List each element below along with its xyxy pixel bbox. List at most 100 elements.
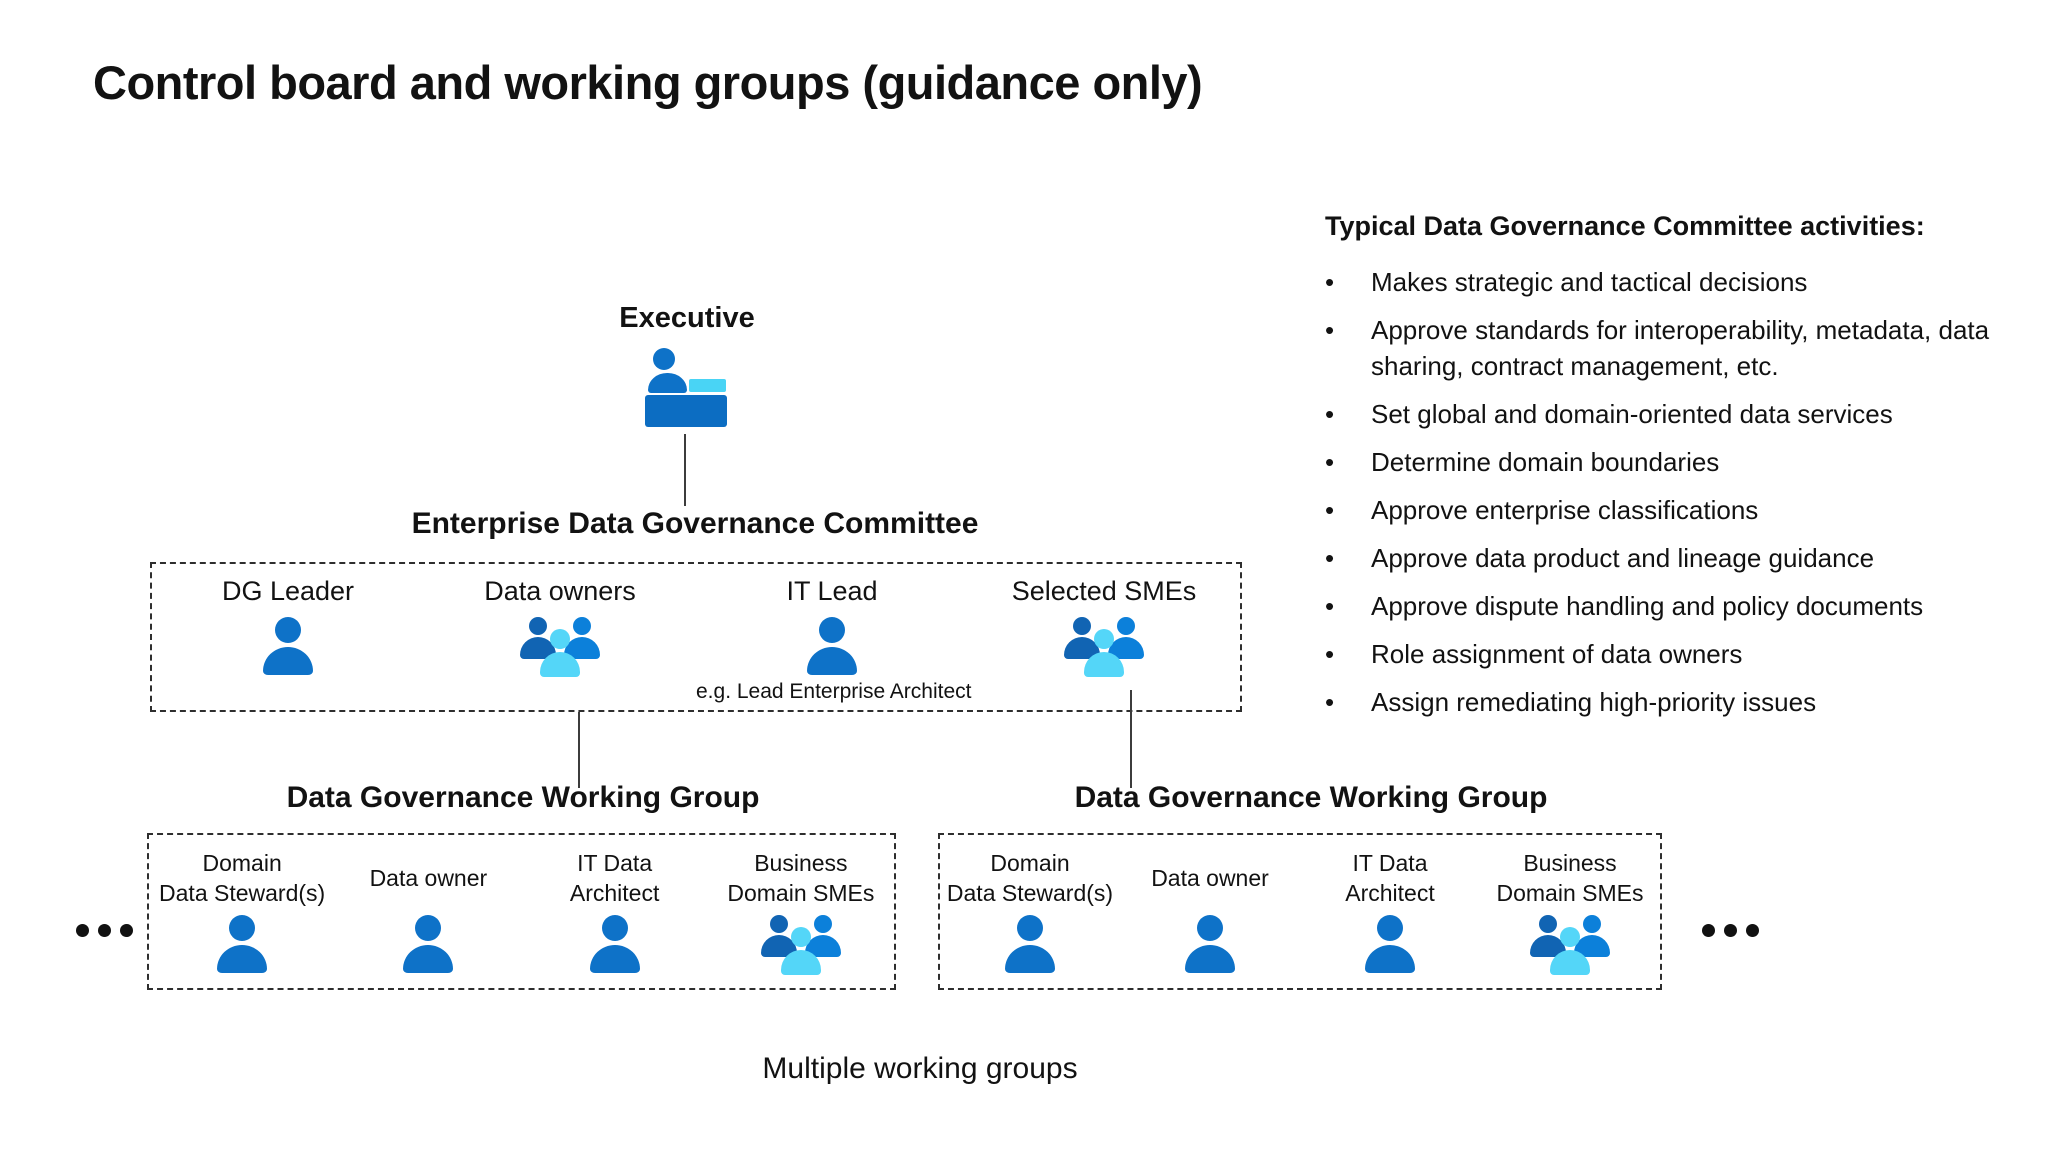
dot [98,924,111,937]
person-icon [807,617,857,675]
wg-member-business-domain-smes: Business Domain SMEs [1480,847,1660,988]
person-head [275,617,301,643]
person-head [813,915,832,933]
person-body [1084,652,1124,677]
people-icon [517,617,603,679]
bullet-icon: • [1325,543,1335,573]
role-label: DG Leader [221,576,355,606]
activities-item-text: Approve data product and lineage guidanc… [1371,543,1875,573]
bullet-icon: • [1325,315,1335,345]
working-group-box-left: Domain Data Steward(s) Data owner IT Dat… [147,833,896,990]
activities-item: • Approve standards for interoperability,… [1325,312,2025,384]
bullet-icon: • [1325,267,1335,297]
member-label: Domain Data Steward(s) [947,847,1113,909]
person-icon [589,915,640,973]
activities-item: •Approve enterprise classifications [1325,492,2025,528]
person-head [529,617,547,635]
member-label-line: Architect [569,880,660,906]
people-icon [1061,617,1147,679]
person-icon [1365,915,1415,973]
member-label: Domain Data Steward(s) [159,847,325,909]
person-body [403,945,454,973]
wg-member-data-owner: Data owner [335,847,521,988]
person-head [1073,617,1091,635]
dot [76,924,89,937]
person-icon [1185,915,1235,973]
wg-member-it-data-architect: IT Data Architect [522,847,708,988]
activities-item-text: Approve standards for interoperability, … [1371,315,1990,381]
committee-role-selected-smes: Selected SMEs [968,572,1240,710]
activities-item-text: Set global and domain-oriented data serv… [1371,399,1893,429]
person-icon [217,915,268,973]
activities-list: •Makes strategic and tactical decisions … [1325,264,2025,732]
person-head [1017,915,1043,941]
person-head [1560,927,1580,947]
person-body [1550,950,1590,975]
activities-item-text: Role assignment of data owners [1371,639,1743,669]
role-label: Data owners [484,576,636,606]
person-body [780,950,821,975]
person-head [1583,915,1601,933]
working-group-title-left: Data Governance Working Group [286,781,760,814]
person-head [790,927,811,947]
member-label-line: Domain [202,850,282,876]
person-body [1530,935,1566,957]
person-body [1108,637,1144,659]
person-body [589,945,640,973]
connector-executive-committee [684,434,686,506]
person-head [229,915,256,941]
person-body [1574,935,1610,957]
member-label-line: IT Data [1352,850,1428,876]
person-body [217,945,268,973]
activities-item: •Assign remediating high-priority issues [1325,684,2025,720]
person-body [760,935,797,957]
member-label: Data owner [370,847,488,909]
dot [1702,924,1715,937]
member-label-line: Business [754,850,848,876]
activities-item: • Approve dispute handling and policy doc… [1325,588,2025,624]
committee-role-data-owners: Data owners [424,572,696,710]
executive-label: Executive [619,302,755,334]
dot [1746,924,1759,937]
activities-item: •Makes strategic and tactical decisions [1325,264,2025,300]
wg-member-business-domain-smes: Business Domain SMEs [708,847,894,988]
wg-member-it-data-architect: IT Data Architect [1300,847,1480,988]
person-body [804,935,841,957]
wg-member-data-owner: Data owner [1120,847,1300,988]
working-group-title-right: Data Governance Working Group [1074,781,1548,814]
person-head [550,629,570,649]
person-body [1185,945,1235,973]
exec-body [648,373,687,393]
person-head [1197,915,1223,941]
people-icon [758,915,844,977]
ellipsis-icon [1702,924,1759,937]
bullet-icon: • [1325,687,1335,717]
person-body [1005,945,1055,973]
person-head [1094,629,1114,649]
person-body [540,652,580,677]
person-head [415,915,442,941]
role-label: IT Lead [786,576,878,606]
bullet-icon: • [1325,591,1335,621]
person-body [564,637,600,659]
member-label-line: IT Data [577,850,653,876]
person-head [1539,915,1557,933]
person-head [601,915,628,941]
bullet-icon: • [1325,639,1335,669]
member-label-line: Data Steward(s) [159,880,326,906]
member-label: Business Domain SMEs [1497,847,1644,909]
activities-item: • Role assignment of data owners [1325,636,2025,672]
member-label-line: Data owner [1151,865,1269,891]
connector-committee-wg-left [578,712,580,788]
activities-item-text: Approve dispute handling and policy docu… [1371,591,1924,621]
ellipsis-icon [76,924,133,937]
person-icon [263,617,313,675]
committee-role-dg-leader: DG Leader [152,572,424,710]
activities-item: •Determine domain boundaries [1325,444,2025,480]
member-label: Business Domain SMEs [727,847,874,909]
member-label: IT Data Architect [1345,847,1434,909]
person-body [520,637,556,659]
member-label-line: Data Steward(s) [946,880,1114,906]
person-at-desk-icon [645,348,727,427]
